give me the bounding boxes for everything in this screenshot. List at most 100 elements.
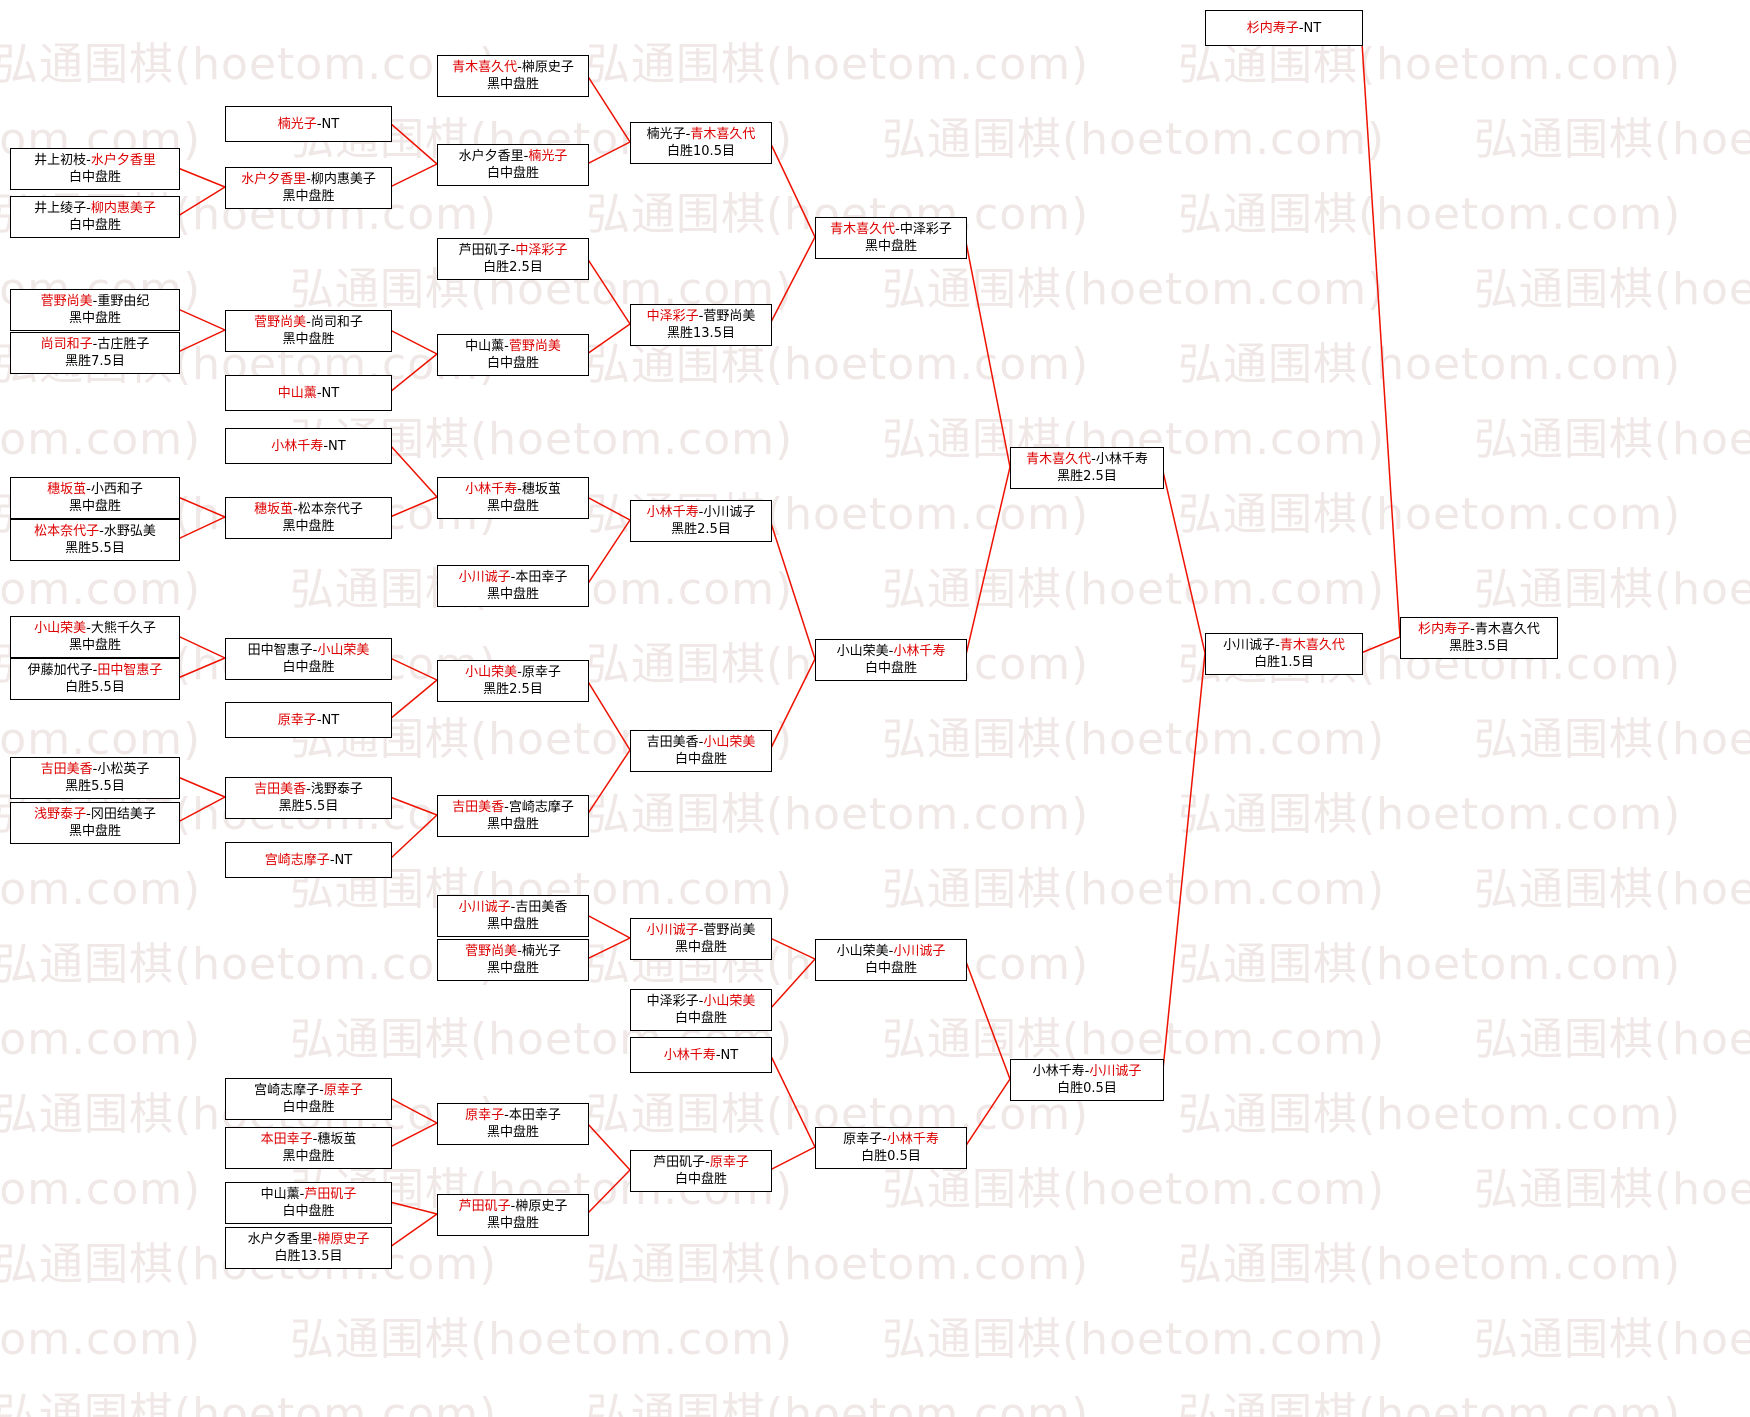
connector-line — [177, 635, 226, 659]
match-box-r1-7: 小山荣美-大熊千久子黑中盘胜 — [10, 616, 180, 658]
separator: - — [293, 502, 298, 517]
match-players: 小山荣美-小川诚子 — [837, 943, 946, 960]
match-players: 中山薰-菅野尚美 — [465, 338, 561, 355]
player-name: 本田幸子 — [515, 570, 568, 585]
watermark-text: 弘通围棋(hoetom.com) — [1474, 114, 1750, 165]
connector-line — [586, 323, 631, 355]
separator: - — [698, 309, 704, 324]
match-result: 黑胜7.5目 — [65, 354, 125, 369]
match-players: 小林千寿-NT — [664, 1047, 738, 1064]
match-result: 白中盘胜 — [282, 1204, 335, 1219]
watermark-text: 弘通围棋(hoetom.com) — [0, 1389, 498, 1417]
match-result: 白中盘胜 — [864, 661, 917, 676]
separator: - — [715, 1047, 721, 1063]
watermark-text: 弘通围棋(hoetom.com) — [882, 564, 1386, 615]
connector-line — [389, 1201, 438, 1215]
match-box-r1-10: 浅野泰子-冈田结美子黑中盘胜 — [10, 802, 180, 844]
match-result: 黑中盘胜 — [486, 499, 539, 514]
match-players: 青木喜久代-榊原史子 — [452, 59, 574, 76]
player-name: NT — [1303, 20, 1322, 36]
player-name: 中泽彩子 — [646, 994, 699, 1009]
match-result: 黑中盘胜 — [282, 189, 335, 204]
player-name: 重野由纪 — [97, 294, 150, 309]
connector-line — [586, 914, 631, 939]
match-players: 宫崎志摩子-原幸子 — [254, 1082, 363, 1099]
player-name: 榊原史子 — [515, 1199, 568, 1214]
match-box-rep-12: 芦田矶子-原幸子白中盘胜 — [630, 1150, 772, 1192]
player-name: 大熊千久子 — [90, 621, 156, 636]
match-result: 黑中盘胜 — [282, 519, 335, 534]
player-name: NT — [334, 852, 353, 868]
match-players: 杉内寿子-NT — [1247, 20, 1321, 37]
player-name: 松本奈代子 — [297, 502, 363, 517]
connector-line — [389, 679, 438, 720]
player-name: 小西和子 — [90, 482, 143, 497]
connector-line — [586, 1169, 631, 1215]
match-box-challenger-final: 小川诚子-青木喜久代白胜1.5目 — [1205, 633, 1363, 675]
watermark-text: 弘通围棋(hoetom.com) — [0, 939, 498, 990]
connector-line — [389, 496, 438, 518]
separator: - — [882, 1132, 887, 1147]
watermark-text: 弘通围棋(hoetom.com) — [1474, 1014, 1750, 1065]
separator: - — [523, 149, 529, 164]
connector-line — [389, 1122, 438, 1148]
separator: - — [504, 339, 509, 354]
player-name: 吉田美香 — [515, 900, 568, 915]
match-result: 白中盘胜 — [486, 166, 539, 181]
separator: - — [86, 201, 91, 216]
watermark-text: 弘通围棋(hoetom.com) — [0, 564, 202, 615]
match-box-rep-8: 芦田矶子-榊原史子黑中盘胜 — [437, 1194, 589, 1236]
connector-line — [177, 329, 226, 353]
match-box-r3-3: 芦田矶子-中泽彩子白胜2.5目 — [437, 238, 589, 280]
connector-line — [964, 236, 1011, 468]
match-box-rep-9: 小川诚子-菅野尚美黑中盘胜 — [630, 918, 772, 960]
match-result: 黑胜13.5目 — [667, 326, 735, 341]
player-name: NT — [321, 116, 340, 132]
player-name: 小川诚子 — [703, 505, 756, 520]
connector-line — [177, 186, 226, 217]
match-players: 小川诚子-菅野尚美 — [647, 922, 756, 939]
watermark-text: 弘通围棋(hoetom.com) — [0, 39, 498, 90]
separator: - — [888, 644, 894, 659]
connector-line — [389, 444, 438, 498]
match-box-titleholder: 杉内寿子-NT — [1205, 10, 1363, 46]
match-players: 原幸子-本田幸子 — [465, 1107, 561, 1124]
separator: - — [86, 621, 91, 636]
player-name: 小林千寿 — [886, 1132, 939, 1147]
player-name: 小川诚子 — [646, 923, 699, 938]
watermark-text: 弘通围棋(hoetom.com) — [882, 114, 1386, 165]
watermark-text: 弘通围棋(hoetom.com) — [882, 1314, 1386, 1365]
separator: - — [306, 782, 311, 797]
connector-line — [177, 308, 226, 331]
match-box-rep-6: 菅野尚美-楠光子黑中盘胜 — [437, 939, 589, 981]
match-box-r1-2: 井上绫子-柳内惠美子白中盘胜 — [10, 196, 180, 238]
player-name: 尚司和子 — [40, 337, 93, 352]
match-players: 小山荣美-原幸子 — [465, 664, 561, 681]
match-result: 黑胜5.5目 — [65, 541, 125, 556]
player-name: 浅野泰子 — [34, 807, 87, 822]
match-box-r3-1: 青木喜久代-榊原史子黑中盘胜 — [437, 55, 589, 97]
player-name: 小川诚子 — [1223, 638, 1276, 653]
match-box-r1-6: 松本奈代子-水野弘美黑胜5.5目 — [10, 519, 180, 561]
match-players: 浅野泰子-冈田结美子 — [34, 806, 156, 823]
watermark-text: 弘通围棋(hoetom.com) — [1474, 864, 1750, 915]
match-players: 穗坂茧-松本奈代子 — [254, 501, 363, 518]
separator: - — [517, 60, 522, 75]
player-name: 尚司和子 — [310, 315, 363, 330]
match-players: 小林千寿-小川诚子 — [647, 504, 756, 521]
player-name: 中泽彩子 — [899, 222, 952, 237]
match-players: 楠光子-NT — [278, 116, 339, 133]
separator: - — [306, 172, 311, 187]
match-box-sf-2: 小山荣美-小林千寿白中盘胜 — [815, 639, 967, 681]
match-box-r2-2: 水户夕香里-柳内惠美子黑中盘胜 — [225, 167, 392, 209]
match-box-r4-1: 楠光子-青木喜久代白胜10.5目 — [630, 122, 772, 164]
match-box-r4-4: 吉田美香-小山荣美白中盘胜 — [630, 730, 772, 772]
connector-line — [1161, 466, 1206, 654]
match-players: 芦田矶子-榊原史子 — [459, 1198, 568, 1215]
match-players: 中泽彩子-菅野尚美 — [647, 308, 756, 325]
separator: - — [517, 482, 522, 497]
match-box-final-b: 小林千寿-小川诚子白胜0.5目 — [1010, 1059, 1164, 1101]
player-name: 小林千寿 — [271, 438, 324, 454]
match-box-rep-13: 小山荣美-小川诚子白中盘胜 — [815, 939, 967, 981]
connector-line — [389, 163, 438, 188]
